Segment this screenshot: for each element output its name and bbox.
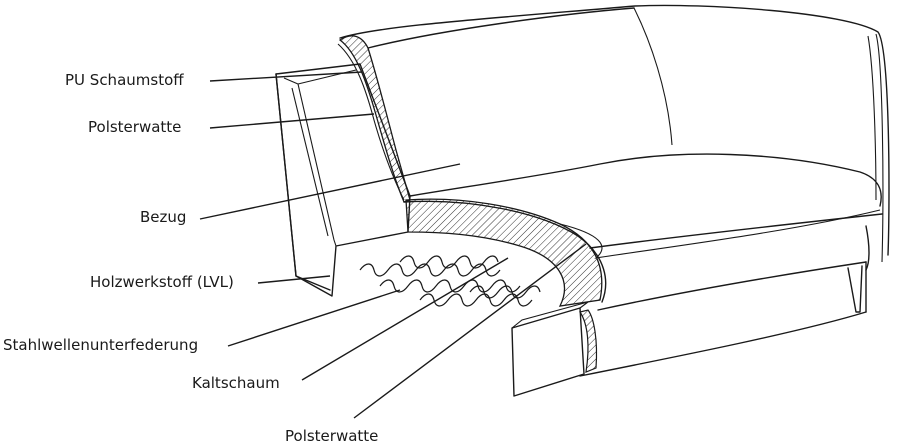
label-holzwerkstoff: Holzwerkstoff (LVL): [90, 273, 234, 291]
backrest-padding-line: [337, 43, 405, 201]
leader-stahlwellen: [227, 289, 401, 347]
seat-padding-line: [403, 200, 607, 303]
seat-foam-section: [405, 198, 603, 307]
base-side: [865, 225, 870, 271]
backrest-shell: [339, 4, 890, 256]
label-kaltschaum: Kaltschaum: [192, 374, 280, 392]
label-polsterwatte-bottom: Polsterwatte: [285, 427, 379, 445]
base-cut-board-top: [511, 301, 589, 329]
backrest-shell-inner: [875, 33, 884, 263]
seat-top: [409, 153, 882, 207]
label-stahlwellen: Stahlwellenunterfederung: [3, 336, 199, 354]
label-polsterwatte-top: Polsterwatte: [88, 118, 182, 136]
wave-springs: [359, 255, 541, 307]
frame-lvl-front: [275, 73, 331, 291]
leader-polsterwatte-bottom: [353, 243, 587, 419]
leader-polsterwatte-top: [209, 113, 375, 129]
frame-lvl-web: [291, 87, 329, 237]
base-bottom: [579, 311, 867, 377]
leader-bezug: [199, 163, 461, 220]
leader-kaltschaum: [301, 257, 509, 381]
label-pu-schaumstoff: PU Schaumstoff: [65, 71, 184, 89]
base-foam-section: [579, 309, 598, 373]
base-cut-board: [511, 307, 585, 397]
backrest-crease: [633, 7, 673, 146]
sofa-leg: [847, 265, 863, 313]
frame-lvl: [275, 63, 411, 297]
backrest-front-edge: [367, 7, 635, 49]
seat-roll: [559, 209, 881, 259]
label-bezug: Bezug: [140, 208, 187, 226]
frame-lvl-inner: [283, 77, 337, 247]
leader-pu-schaumstoff: [209, 71, 363, 82]
base-front: [597, 261, 867, 311]
frame-lvl-diag: [297, 69, 357, 85]
leader-holzwerkstoff: [257, 275, 331, 284]
